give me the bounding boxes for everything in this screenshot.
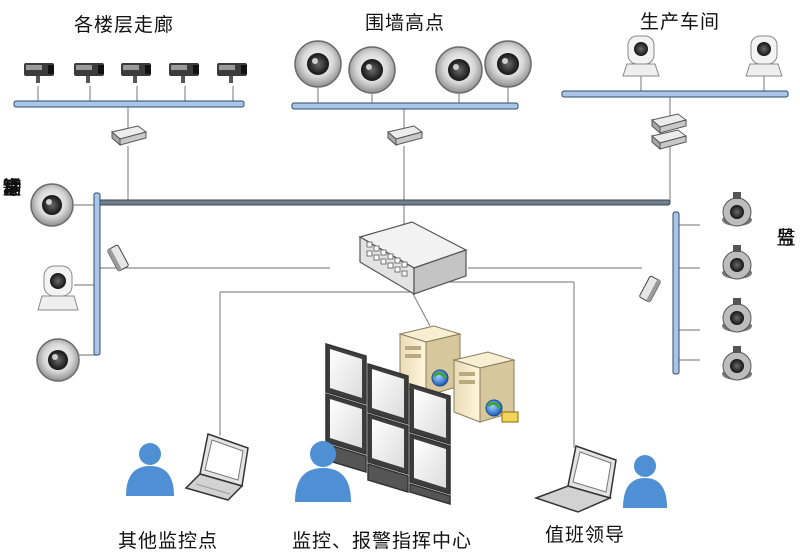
monitor-screen-icon — [325, 342, 367, 406]
monitor-screen-icon — [409, 382, 451, 446]
label-corridors: 各楼层走廊 — [74, 14, 175, 36]
box-camera-icon — [217, 63, 247, 83]
label-monitor-char: 监 — [776, 227, 796, 249]
speed-dome-camera-icon — [722, 245, 752, 280]
label-canteen-char: 、 — [2, 177, 22, 199]
person-icon — [623, 455, 667, 508]
monitor-cameras — [722, 192, 752, 381]
dome-camera-icon — [30, 183, 74, 227]
ptz-camera-icon — [37, 265, 79, 311]
dome-camera-icon — [435, 46, 483, 94]
label-canteen-char: 动 — [2, 177, 22, 199]
canteen-cameras — [30, 183, 80, 382]
box-camera-icon — [24, 63, 54, 83]
speed-dome-camera-icon — [722, 192, 752, 227]
person-icon — [295, 441, 351, 502]
speed-dome-camera-icon — [722, 346, 752, 381]
core-switch-icon — [358, 221, 468, 296]
ptz-camera-icon — [622, 35, 660, 77]
monitor-screen-icon — [367, 362, 409, 426]
network-switches — [107, 113, 688, 303]
dome-camera-icon — [484, 40, 532, 88]
laptop-icon — [184, 433, 249, 501]
switch-icon — [386, 125, 424, 147]
converter-icon — [639, 275, 661, 303]
label-workshop: 生产车间 — [640, 11, 721, 33]
box-camera-icon — [74, 63, 104, 83]
switch-icon — [650, 113, 688, 135]
switch-icon — [110, 125, 148, 147]
box-camera-icon — [121, 63, 151, 83]
dome-camera-icon — [348, 46, 396, 94]
switch-icon — [650, 129, 688, 151]
monitor-wall — [325, 342, 451, 506]
speed-dome-camera-icon — [722, 298, 752, 333]
label-canteen-char: 堂 — [2, 177, 22, 199]
label-canteen-char: 活 — [2, 177, 22, 199]
label-perimeter: 围墙高点 — [365, 12, 446, 34]
person-icon — [126, 443, 174, 496]
box-camera-icon — [169, 63, 199, 83]
monitor-screen-icon — [409, 432, 451, 496]
monitor-screen-icon — [367, 412, 409, 476]
workshop-cameras — [622, 35, 783, 77]
corridor-cameras — [24, 63, 247, 83]
dome-camera-icon — [294, 40, 342, 88]
laptop-icon — [533, 445, 617, 513]
perimeter-cameras — [294, 40, 532, 94]
label-monitor-char: 号 — [776, 227, 796, 249]
monitor-screen-icon — [325, 392, 367, 456]
server-icon — [398, 325, 462, 397]
server-icon — [452, 351, 519, 423]
label-other-points: 其他监控点 — [118, 530, 219, 552]
backbone-bars — [13, 90, 789, 375]
label-canteen-char: 室 — [2, 177, 22, 199]
label-command-center: 监控、报警指挥中心 — [292, 530, 473, 552]
converter-icon — [107, 244, 129, 272]
label-duty-leader: 值班领导 — [545, 524, 626, 546]
connection-lines — [37, 75, 765, 448]
label-canteen-char: 等 — [2, 177, 22, 199]
dome-camera-icon — [36, 338, 80, 382]
ptz-camera-icon — [745, 35, 783, 77]
label-canteen-char: 食 — [2, 177, 22, 199]
